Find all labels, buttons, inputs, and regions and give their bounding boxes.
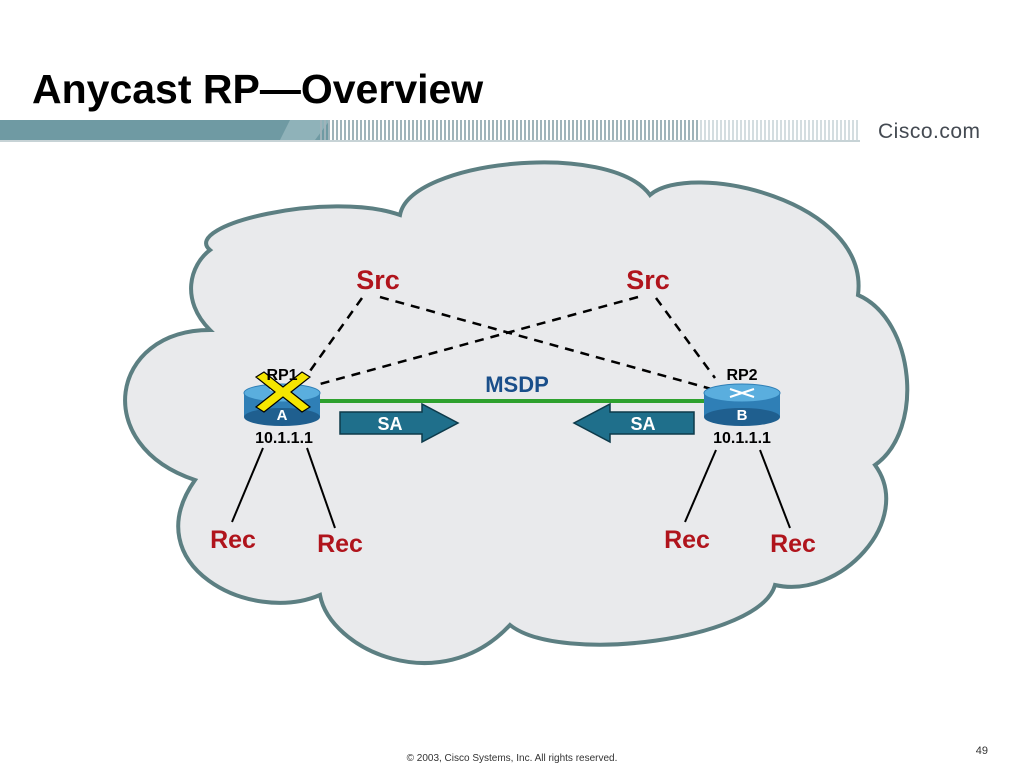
slide-title: Anycast RP—Overview	[32, 66, 484, 112]
failure-x-icon	[254, 371, 312, 413]
receiver-label: Rec	[317, 530, 363, 558]
rp2-to-rec4-link	[759, 449, 791, 529]
receiver-label: Rec	[210, 526, 256, 554]
router-letter-label: B	[737, 407, 748, 424]
sa-arrow-left	[572, 402, 695, 444]
rp1-to-rec1-link	[231, 447, 264, 523]
source-label: Src	[356, 265, 400, 295]
router-ip-label: 10.1.1.1	[713, 430, 771, 447]
sa-arrow-right	[339, 402, 460, 444]
receiver-label: Rec	[770, 530, 816, 558]
cisco-logo-text: Cisco.com	[878, 120, 981, 143]
msdp-label: MSDP	[485, 372, 549, 397]
receiver-label: Rec	[664, 526, 710, 554]
src2-to-rp2-link	[654, 297, 717, 379]
page-number: 49	[975, 745, 988, 757]
router-name-label: RP1	[266, 367, 297, 384]
router-rp2	[703, 383, 781, 426]
src2-to-rp1-link	[319, 295, 639, 386]
sa-label: SA	[377, 414, 402, 434]
router-name-label: RP2	[726, 367, 757, 384]
copyright-footer: © 2003, Cisco Systems, Inc. All rights r…	[406, 753, 618, 764]
router-ip-label: 10.1.1.1	[255, 430, 313, 447]
rp2-to-rec3-link	[684, 449, 717, 523]
router-letter-label: A	[277, 407, 288, 424]
src1-to-rp1-link	[303, 297, 364, 379]
source-label: Src	[626, 265, 670, 295]
rp1-to-rec2-link	[306, 447, 336, 529]
header-bar	[0, 120, 860, 142]
network-cloud	[123, 160, 910, 665]
src1-to-rp2-link	[379, 295, 716, 392]
sa-label: SA	[630, 414, 655, 434]
